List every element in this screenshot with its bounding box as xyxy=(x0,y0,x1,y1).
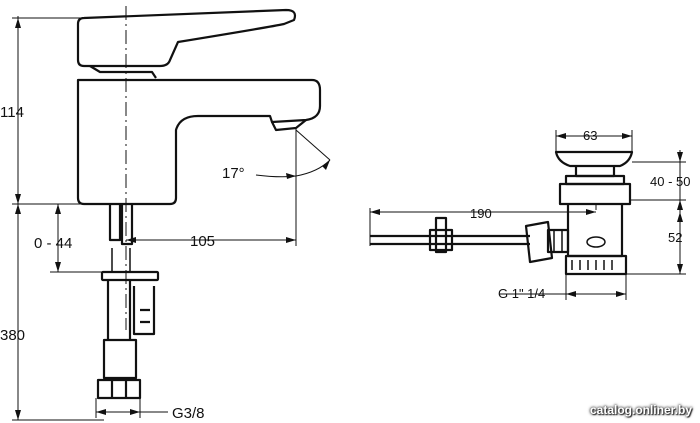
faucet-height-bottom-label: 380 xyxy=(0,327,25,344)
faucet-lever xyxy=(76,8,297,68)
drain-head-diameter-label: 63 xyxy=(583,128,597,143)
faucet-spout-reach-label: 105 xyxy=(190,233,215,250)
watermark-text: catalog.onliner.by xyxy=(589,403,692,417)
drain-clamp-range-label: 40 - 50 xyxy=(650,174,690,189)
drain-outlet-thread-label: G 1" 1/4 xyxy=(498,286,545,301)
drain-body-height-label: 52 xyxy=(668,230,682,245)
drain-rod-length-label: 190 xyxy=(470,206,492,221)
drain-dimensions xyxy=(369,130,686,300)
drain-assembly xyxy=(370,150,634,276)
faucet-body xyxy=(76,6,322,400)
faucet-spout-angle-label: 17° xyxy=(222,165,245,182)
faucet-height-top-label: 114 xyxy=(0,104,24,121)
faucet-adjust-range-label: 0 - 44 xyxy=(34,235,72,252)
faucet-spout xyxy=(76,78,322,206)
faucet-thread-label: G3/8 xyxy=(172,405,205,422)
faucet-dimensions xyxy=(12,16,331,421)
